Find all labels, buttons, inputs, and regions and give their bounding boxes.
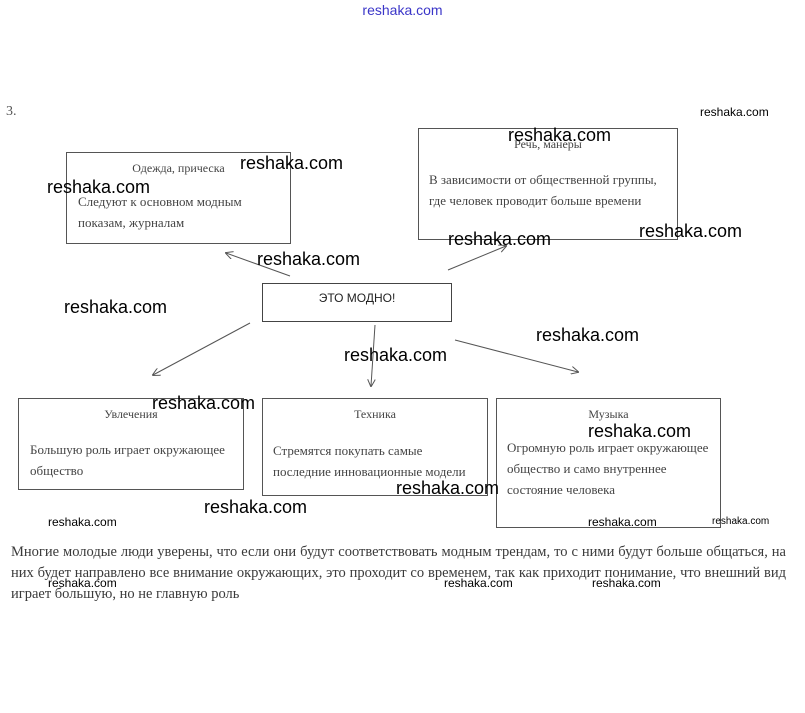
watermark: reshaka.com bbox=[508, 125, 612, 145]
watermark: reshaka.com bbox=[448, 229, 552, 249]
box-clothing: Одежда, прическа Следуют к основном модн… bbox=[66, 152, 291, 244]
box-music-text: Огромную роль играет окружающее общество… bbox=[507, 440, 709, 497]
watermark: reshaka.com bbox=[152, 393, 256, 413]
watermark: reshaka.com bbox=[396, 478, 500, 498]
box-speech-title: Речь, манеры bbox=[514, 137, 582, 151]
site-header-link[interactable]: reshaka.com bbox=[362, 2, 443, 18]
watermark: reshaka.com bbox=[204, 497, 308, 517]
watermark: reshaka.com bbox=[47, 177, 151, 197]
watermark: reshaka.com bbox=[700, 105, 769, 119]
box-music-title: Музыка bbox=[588, 407, 629, 421]
watermark: reshaka.com bbox=[444, 576, 513, 590]
box-tech-title: Техника bbox=[354, 407, 396, 421]
watermark: reshaka.com bbox=[64, 297, 168, 317]
watermark: reshaka.com bbox=[48, 576, 117, 590]
box-speech: Речь, манеры В зависимости от общественн… bbox=[418, 128, 678, 240]
box-speech-text: В зависимости от общественной группы, гд… bbox=[429, 172, 657, 208]
box-tech-text: Стремятся покупать самые последние иннов… bbox=[273, 443, 466, 479]
watermark: reshaka.com bbox=[48, 515, 117, 529]
watermark: reshaka.com bbox=[588, 515, 657, 529]
box-tech: Техника Стремятся покупать самые последн… bbox=[262, 398, 488, 496]
arrow-to-tech bbox=[371, 324, 376, 386]
arrow-to-speech bbox=[447, 246, 506, 271]
watermark: reshaka.com bbox=[257, 249, 361, 269]
watermark: reshaka.com bbox=[639, 221, 743, 241]
box-clothing-text: Следуют к основном модным показам, журна… bbox=[78, 194, 242, 230]
watermark: reshaka.com bbox=[240, 153, 344, 173]
watermark: reshaka.com bbox=[536, 325, 640, 345]
watermark: reshaka.com bbox=[344, 345, 448, 365]
box-hobbies-title: Увлечения bbox=[104, 407, 158, 421]
watermark: reshaka.com bbox=[588, 421, 692, 441]
task-number: 3. bbox=[6, 104, 17, 119]
arrow-to-clothing bbox=[226, 253, 291, 277]
box-hobbies-text: Большую роль играет окружающее общество bbox=[30, 442, 225, 478]
watermark: reshaka.com bbox=[712, 516, 770, 527]
arrow-to-music bbox=[454, 339, 578, 372]
box-hobbies: Увлечения Большую роль играет окружающее… bbox=[18, 398, 244, 490]
arrow-to-hobbies bbox=[153, 322, 251, 375]
box-clothing-title: Одежда, прическа bbox=[132, 161, 225, 175]
box-music: Музыка Огромную роль играет окружающее о… bbox=[496, 398, 721, 528]
conclusion-text: Многие молодые люди уверены, что если он… bbox=[11, 544, 786, 602]
center-box: ЭТО МОДНО! bbox=[262, 283, 452, 322]
watermark: reshaka.com bbox=[592, 576, 661, 590]
